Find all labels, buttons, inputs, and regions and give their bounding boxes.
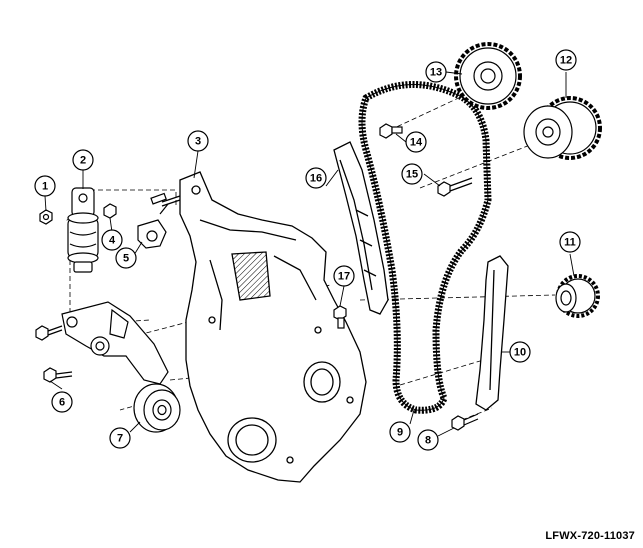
callout-number: 16 (310, 173, 322, 185)
part-idler-pulley-7 (133, 383, 181, 433)
callout-number: 17 (338, 271, 350, 283)
reference-code: LFWX-720-11037 (545, 530, 635, 542)
callout-number: 5 (123, 253, 129, 265)
callout-number: 11 (564, 237, 576, 249)
callout-4: 4 (101, 229, 123, 251)
part-bolt-15 (437, 177, 473, 197)
part-bracket-5 (137, 192, 169, 249)
callout-circle (401, 163, 423, 185)
part-cam-sprocket-13 (454, 42, 522, 110)
callout-17: 17 (333, 265, 355, 287)
callout-13: 13 (425, 61, 447, 83)
callout-8: 8 (417, 429, 439, 451)
callout-number: 2 (80, 155, 86, 167)
part-bolt-14 (379, 123, 403, 139)
callout-15: 15 (401, 163, 423, 185)
callout-circle (509, 341, 531, 363)
callout-number: 8 (425, 435, 431, 447)
callout-circle (333, 265, 355, 287)
callout-14: 14 (405, 131, 427, 153)
callout-number: 12 (560, 55, 572, 67)
part-bolt-8 (451, 413, 479, 431)
callout-circle (389, 421, 411, 443)
part-vvt-sprocket-12 (523, 96, 602, 160)
callout-number: 14 (410, 137, 423, 149)
callout-circle (101, 229, 123, 251)
callout-number: 9 (397, 427, 403, 439)
callout-number: 7 (117, 433, 123, 445)
part-front-cover-3 (161, 171, 367, 483)
callout-number: 6 (59, 397, 65, 409)
callout-circle (51, 391, 73, 413)
callout-circle (425, 61, 447, 83)
part-tension-guide-10 (475, 255, 509, 411)
part-timing-chain-9 (358, 81, 492, 414)
callout-circle (187, 130, 209, 152)
callout-circle (305, 167, 327, 189)
leader-lines (44, 71, 575, 437)
callout-number: 4 (109, 235, 116, 247)
callout-5: 5 (115, 247, 137, 269)
callout-circle (109, 427, 131, 449)
callout-2: 2 (72, 149, 94, 171)
callout-circle (417, 429, 439, 451)
callout-number: 13 (430, 67, 442, 79)
callout-3: 3 (187, 130, 209, 152)
part-bolts-6 (35, 325, 73, 383)
callout-1: 1 (34, 175, 56, 197)
callout-number: 15 (406, 169, 418, 181)
callout-circle (34, 175, 56, 197)
callout-circle (72, 149, 94, 171)
callout-10: 10 (509, 341, 531, 363)
callout-6: 6 (51, 391, 73, 413)
callout-number: 1 (42, 181, 48, 193)
callout-number: 3 (195, 136, 201, 148)
callout-11: 11 (559, 231, 581, 253)
callout-7: 7 (109, 427, 131, 449)
part-crank-sprocket-11 (555, 274, 600, 318)
callout-circle (115, 247, 137, 269)
callout-circle (555, 49, 577, 71)
part-nut-1 (39, 209, 53, 225)
callout-9: 9 (389, 421, 411, 443)
part-tensioner-arm (61, 301, 169, 385)
callout-16: 16 (305, 167, 327, 189)
part-chain-guide-16 (333, 141, 389, 315)
callout-circle (405, 131, 427, 153)
callout-12: 12 (555, 49, 577, 71)
callout-circle (559, 231, 581, 253)
callout-number: 10 (514, 347, 526, 359)
part-tensioner-2 (67, 187, 99, 273)
part-nut-4 (103, 203, 117, 219)
